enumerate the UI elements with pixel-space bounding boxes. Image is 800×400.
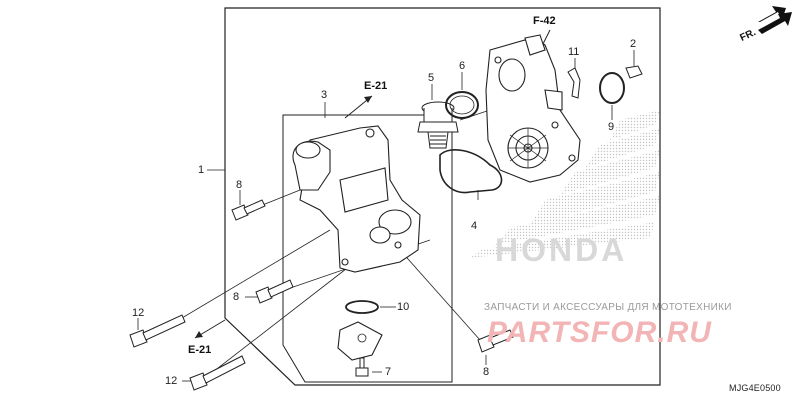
honda-wing-watermark [470, 110, 660, 258]
o-ring-9 [599, 72, 625, 104]
e21-bottom-arrow [194, 319, 226, 339]
cover-plate [337, 321, 383, 361]
clip-11 [567, 67, 581, 99]
callout-2: 2 [630, 38, 637, 50]
diagram-code: MJG4E0500 [729, 383, 781, 393]
shop-watermark-text: ЗАПЧАСТИ И АКСЕССУАРЫ ДЛЯ МОТОТЕХНИКИ [484, 302, 732, 313]
callout-7: 7 [385, 366, 392, 378]
water-pump-housing [292, 125, 421, 273]
front-direction-arrow [758, 6, 792, 34]
shop-watermark-logo: PARTSFOR.RU [487, 316, 712, 349]
thermostat [417, 101, 459, 149]
callout-12-upper: 12 [132, 307, 145, 319]
callout-10: 10 [397, 301, 410, 313]
honda-watermark-text: HONDA [495, 232, 628, 268]
bolt-8-upper [231, 199, 266, 221]
reference-e21-bottom: E-21 [188, 344, 212, 356]
callout-5: 5 [428, 72, 435, 84]
callout-11: 11 [568, 46, 580, 58]
reference-e21-top: E-21 [364, 80, 388, 92]
callout-8-upper: 8 [236, 179, 243, 191]
callout-8-lower-right: 8 [483, 366, 490, 378]
nut-2 [625, 65, 643, 79]
e21-top-arrow [344, 95, 373, 119]
long-bolt-12-upper [129, 314, 186, 348]
callout-9: 9 [608, 121, 615, 133]
o-ring-10 [345, 300, 379, 314]
water-pump-body [485, 34, 581, 183]
callout-6: 6 [459, 60, 466, 72]
long-bolt-12-lower [189, 355, 246, 391]
callout-4: 4 [471, 220, 478, 232]
bolt-8-middle [255, 279, 294, 304]
gasket-4 [439, 149, 503, 194]
reference-f42: F-42 [533, 15, 556, 27]
callout-8-middle: 8 [233, 291, 240, 303]
callout-3: 3 [321, 89, 328, 101]
o-ring-6 [445, 91, 479, 119]
callout-1: 1 [198, 164, 205, 176]
bolt-8-lower-right [477, 329, 514, 353]
bolt-7 [355, 357, 369, 377]
callout-12-lower: 12 [165, 375, 178, 387]
assembly-frame [224, 7, 661, 386]
